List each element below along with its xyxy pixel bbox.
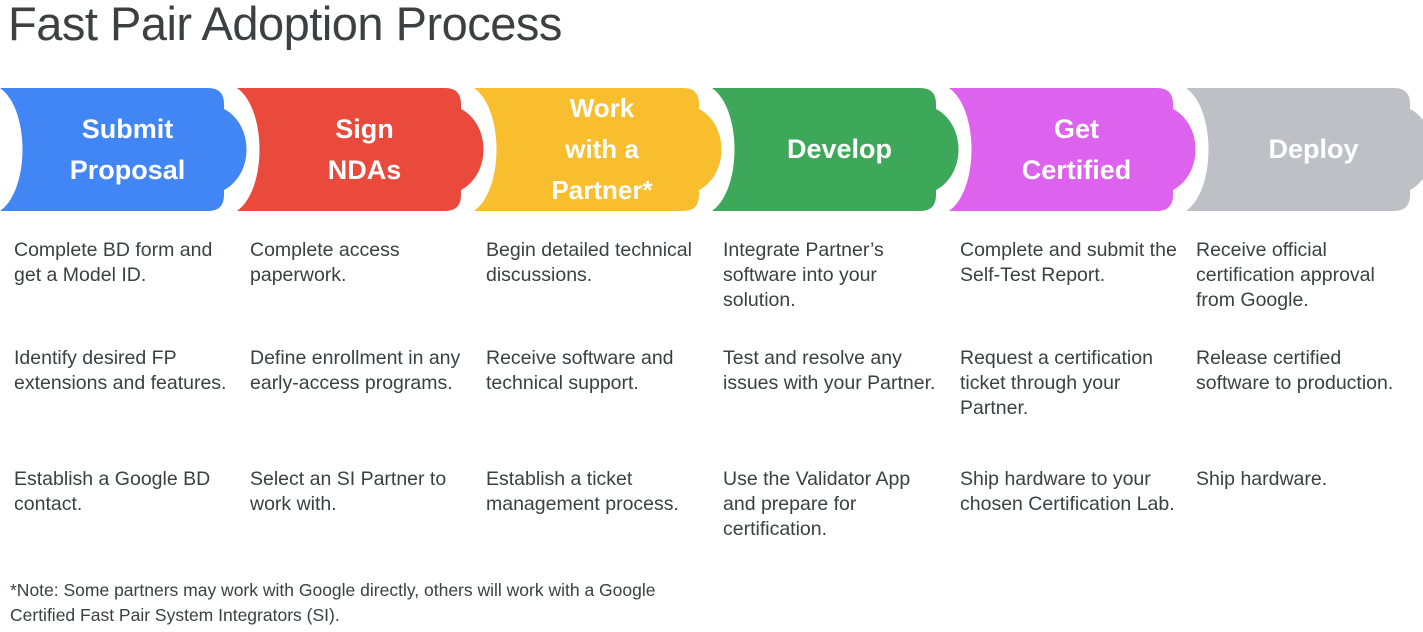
stage-detail-item: Release certified software to production… xyxy=(1196,347,1394,394)
stage-banner-shape-develop xyxy=(712,88,959,211)
stage-detail-item: Begin detailed technical discussions. xyxy=(486,239,692,286)
stage-detail-item: Establish a Google BD contact. xyxy=(14,468,211,515)
stage-detail-item: Complete and submit the Self-Test Report… xyxy=(960,239,1177,286)
stage-detail-item: Ship hardware to your chosen Certificati… xyxy=(960,468,1175,515)
stage-detail-item: Receive software and technical support. xyxy=(486,347,674,394)
stage-detail-item: Select an SI Partner to work with. xyxy=(250,468,447,515)
stage-detail-item: Use the Validator App and prepare for ce… xyxy=(723,468,911,540)
stage-detail-item: Identify desired FP extensions and featu… xyxy=(14,347,227,394)
stage-detail-item: Request a certification ticket through y… xyxy=(960,347,1153,419)
stage-detail-item: Integrate Partner’s software into your s… xyxy=(723,239,884,311)
stage-banner-shape-get-certified xyxy=(949,88,1196,211)
stage-banner-shape-sign-ndas xyxy=(237,88,484,211)
stage-detail-item: Complete access paperwork. xyxy=(250,239,400,286)
page-title: Fast Pair Adoption Process xyxy=(8,0,562,50)
stage-detail-item: Ship hardware. xyxy=(1196,468,1328,490)
stage-detail-columns: Complete BD form and get a Model ID. Iden… xyxy=(0,238,1423,558)
stage-banner-develop[interactable]: Develop xyxy=(712,88,959,211)
footnote-note: *Note: Some partners may work with Googl… xyxy=(10,580,656,625)
stage-banner-shape-work-with-a-partner xyxy=(474,88,722,211)
stage-banner-deploy[interactable]: Deploy xyxy=(1186,88,1423,211)
stage-detail-item: Receive official certification approval … xyxy=(1196,239,1375,311)
stage-banner-shape-deploy xyxy=(1186,88,1423,211)
stage-detail-item: Define enrollment in any early-access pr… xyxy=(250,347,461,394)
stage-banner-shape-submit-proposal xyxy=(0,88,247,211)
stage-detail-item: Test and resolve any issues with your Pa… xyxy=(723,347,936,394)
stage-detail-item: Establish a ticket management process. xyxy=(486,468,679,515)
stage-detail-item: Complete BD form and get a Model ID. xyxy=(14,239,213,286)
